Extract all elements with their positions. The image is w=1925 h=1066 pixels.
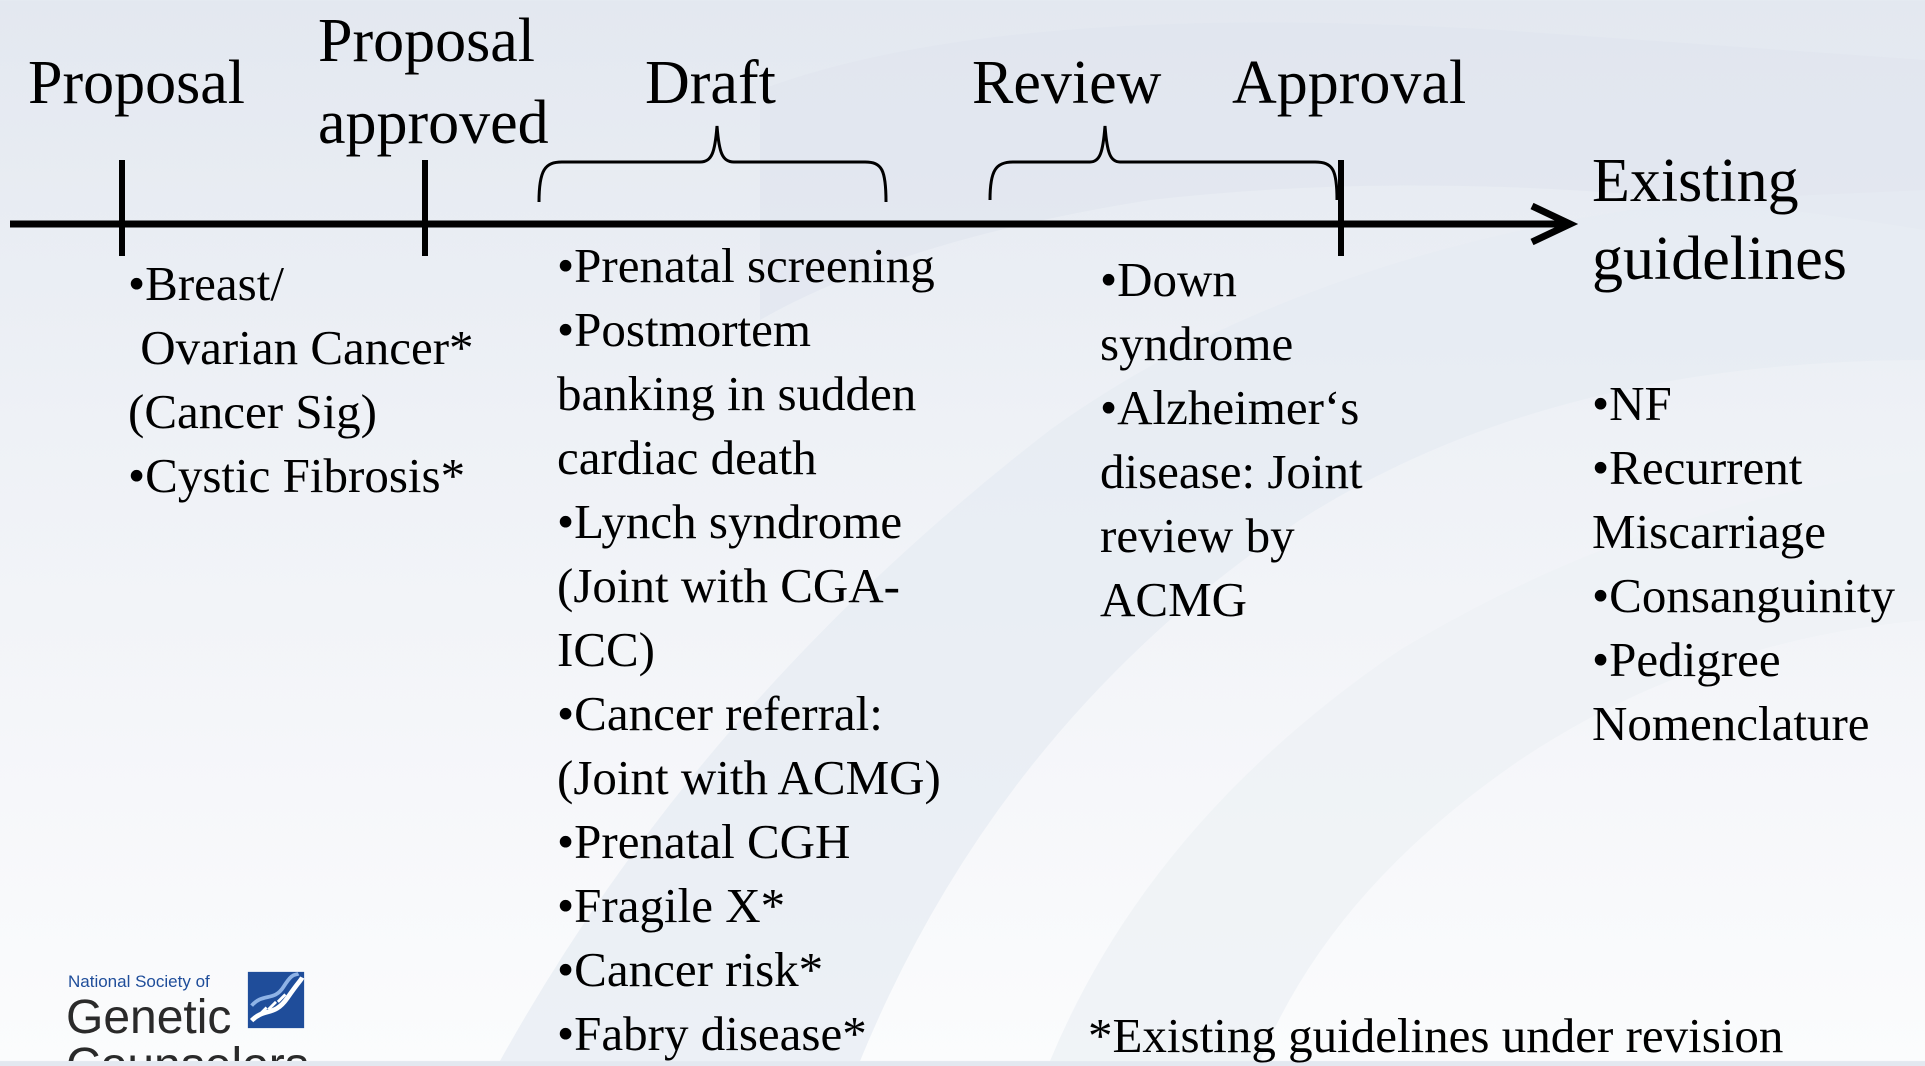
list-item: •Fabry disease* (557, 1006, 867, 1061)
list-item: ICC) (557, 622, 655, 677)
list-item: •Lynch syndrome (557, 494, 903, 549)
list-item: •Fragile X* (557, 878, 786, 933)
list-item: •Pedigree (1592, 632, 1781, 687)
list-item: Nomenclature (1592, 696, 1870, 751)
list-item: •Alzheimer‘s (1100, 380, 1360, 435)
list-item: (Joint with ACMG) (557, 750, 941, 805)
stage-approval: Approval (1232, 49, 1467, 117)
list-item: (Joint with CGA- (557, 558, 900, 613)
logo-line3: Counselors (66, 1042, 309, 1062)
list-item: •Breast/ (128, 256, 284, 311)
stage-existing-guidelines: Existing guidelines (1592, 142, 1847, 298)
list-item: banking in sudden (557, 366, 917, 421)
list-item: •Cancer risk* (557, 942, 824, 997)
review-items-list: •Down syndrome •Alzheimer‘s disease: Joi… (1100, 248, 1363, 632)
list-item: •Consanguinity (1592, 568, 1895, 623)
stage-proposal-approved-line1: Proposal (318, 7, 535, 75)
review-bracket (988, 125, 1339, 201)
list-item: •NF (1592, 376, 1672, 431)
timeline-arrowhead (1530, 202, 1579, 246)
list-item: disease: Joint (1100, 444, 1363, 499)
stage-existing-line1: Existing (1592, 147, 1799, 215)
stage-proposal: Proposal (28, 49, 245, 117)
dna-helix-icon (247, 971, 305, 1029)
stage-draft: Draft (645, 49, 776, 117)
list-item: •Cystic Fibrosis* (128, 448, 466, 503)
list-item: syndrome (1100, 316, 1294, 371)
list-item: Ovarian Cancer* (128, 320, 474, 375)
nsgc-logo: National Society of Genetic Counselors (64, 966, 324, 1061)
list-item: •Postmortem (557, 302, 811, 357)
stage-existing-line2: guidelines (1592, 225, 1847, 293)
draft-items-list: •Prenatal screening •Postmortem banking … (557, 234, 941, 1066)
logo-line2: Genetic (66, 991, 232, 1044)
list-item: •Cancer referral: (557, 686, 883, 741)
list-item: ACMG (1100, 572, 1248, 627)
list-item: •Prenatal CGH (557, 814, 851, 869)
list-item: •Recurrent (1592, 440, 1803, 495)
list-item: cardiac death (557, 430, 817, 485)
list-item: Miscarriage (1592, 504, 1826, 559)
stage-proposal-approved: Proposal approved (318, 0, 549, 164)
stage-review: Review (972, 49, 1162, 117)
list-item: •Down (1100, 252, 1237, 307)
footnote: *Existing guidelines under revision (1088, 1008, 1784, 1063)
list-item: •Prenatal screening (557, 238, 935, 293)
stage-proposal-approved-line2: approved (318, 89, 549, 157)
logo-line1: National Society of (68, 972, 210, 991)
existing-items-list: •NF •Recurrent Miscarriage •Consanguinit… (1592, 372, 1895, 756)
draft-bracket (537, 125, 888, 203)
list-item: (Cancer Sig) (128, 384, 377, 439)
proposal-items-list: •Breast/ Ovarian Cancer* (Cancer Sig) •C… (128, 252, 474, 508)
list-item: review by (1100, 508, 1295, 563)
